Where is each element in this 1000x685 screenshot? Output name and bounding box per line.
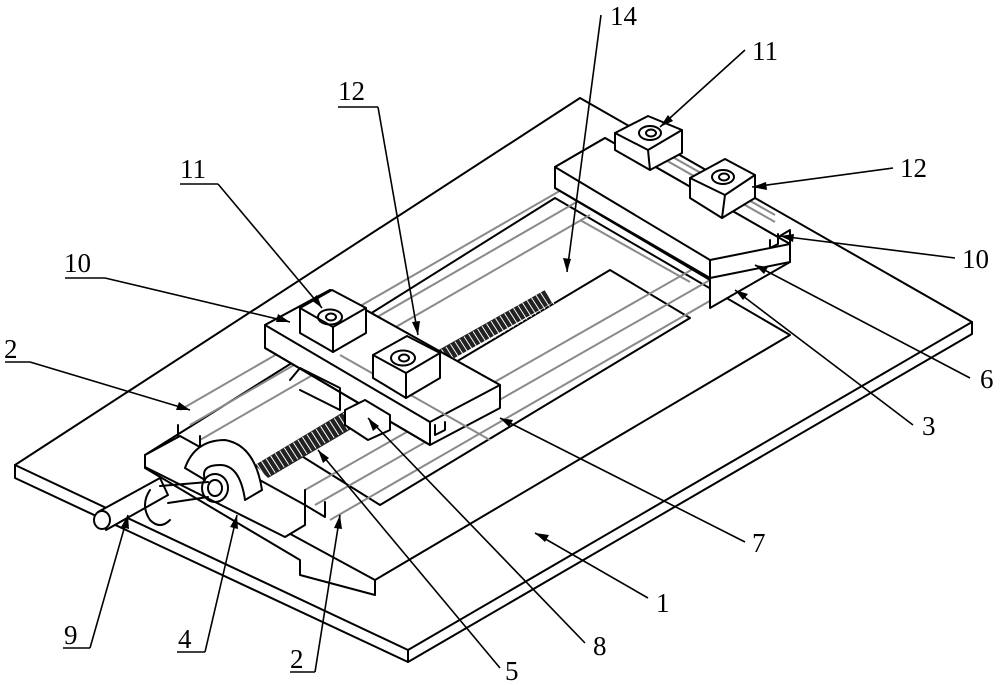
screw-thread-line <box>508 310 519 325</box>
label-3: 3 <box>922 411 936 441</box>
right-clamp-block-front <box>689 158 756 219</box>
screw-thread-line <box>468 333 478 349</box>
label-6: 6 <box>980 364 994 394</box>
label-1: 1 <box>656 588 670 618</box>
label-2-left: 2 <box>4 334 18 364</box>
fixed-jaw <box>554 129 791 309</box>
screw-thread-line <box>338 415 349 430</box>
screw-thread-line <box>495 318 505 333</box>
label-4: 4 <box>178 624 192 654</box>
handle-shaft <box>93 477 209 531</box>
label-11-right: 11 <box>752 36 778 66</box>
screw-thread-line <box>329 420 340 436</box>
screw-thread-line <box>459 338 469 354</box>
screw-thread-line <box>513 307 523 323</box>
screw-thread-line <box>306 434 317 449</box>
screw-thread-line <box>274 453 285 468</box>
screw-thread-line <box>472 331 483 346</box>
screw-thread-line <box>315 428 326 444</box>
screw-thread-line <box>499 315 510 331</box>
screw-thread-line <box>531 297 541 313</box>
label-9: 9 <box>64 620 78 650</box>
screw-thread-line <box>265 458 276 473</box>
screw-thread-line <box>535 294 546 310</box>
label-10-left: 10 <box>64 248 91 278</box>
screw-thread-line <box>477 328 487 344</box>
screw-thread-line <box>517 305 528 320</box>
label-8: 8 <box>593 631 607 661</box>
label-2-bottom: 2 <box>290 644 304 674</box>
screw-thread-line <box>454 341 465 356</box>
screw-thread-line <box>292 442 303 457</box>
label-10-right: 10 <box>962 244 989 274</box>
screw-thread-line <box>288 444 299 460</box>
screw-thread-line <box>544 289 555 305</box>
screw-thread-line <box>481 325 492 341</box>
label-7: 7 <box>752 528 766 558</box>
screw-thread-line <box>333 418 344 433</box>
bearing-seat <box>144 435 306 538</box>
screw-thread-line <box>522 302 532 318</box>
screw-thread-line <box>279 450 290 465</box>
right-clamp-block-rear <box>614 115 683 171</box>
screw-thread-line <box>490 320 501 336</box>
screw-thread-line <box>504 312 514 328</box>
label-12-right: 12 <box>900 153 927 183</box>
screw-thread-line <box>261 461 271 476</box>
screw-thread-line <box>450 343 460 359</box>
screw-thread-line <box>302 436 312 452</box>
screw-thread-line <box>256 463 267 479</box>
left-clamp-block-rear <box>299 289 367 353</box>
label-11-left: 11 <box>180 154 206 184</box>
screw-thread-line <box>540 292 550 307</box>
label-14: 14 <box>610 1 638 31</box>
screw-thread-line <box>486 323 496 338</box>
screw-thread-line <box>270 455 281 471</box>
screw-thread-line <box>297 439 308 455</box>
screw-thread-line <box>311 431 321 447</box>
label-12-left: 12 <box>338 76 365 106</box>
screw-thread-line <box>320 426 331 441</box>
label-5: 5 <box>505 656 519 685</box>
left-clamp-block-front <box>372 335 441 399</box>
annotations: 14 11 12 10 6 3 7 1 8 <box>4 1 994 685</box>
lead-screw <box>255 289 555 479</box>
screw-thread-line <box>463 336 474 351</box>
screw-thread-line <box>324 423 335 439</box>
screw-thread-line <box>283 447 294 463</box>
screw-thread-line <box>526 300 537 315</box>
